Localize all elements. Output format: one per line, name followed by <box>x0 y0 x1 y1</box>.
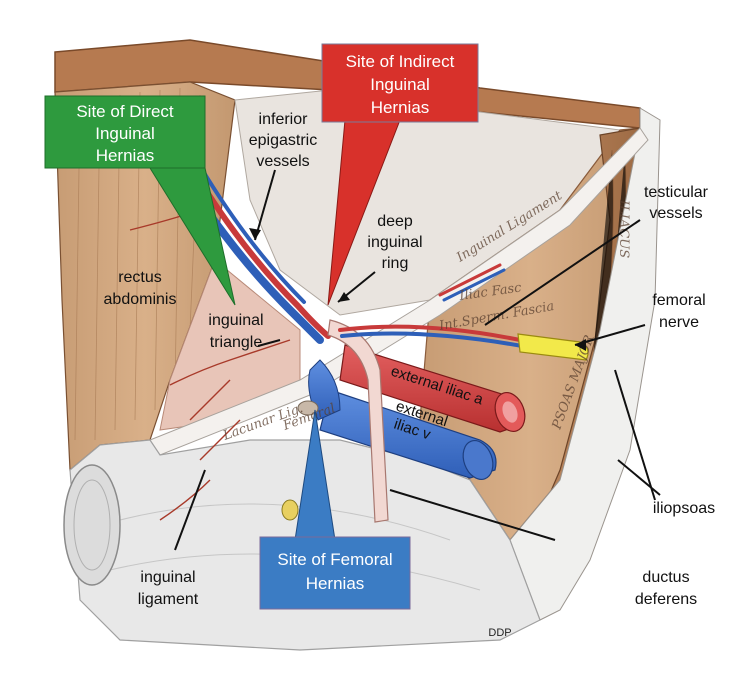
rectus-label-1: rectus <box>118 269 162 286</box>
testicular-label-1: testicular <box>644 184 709 201</box>
indirect-callout-line-1: Site of Indirect <box>346 52 455 71</box>
femoral-nerve-label-1: femoral <box>652 292 705 309</box>
deep-ring-label-1: deep <box>377 213 413 230</box>
femoral-callout-line-2: Hernias <box>306 574 365 593</box>
inferior-epigastric-label-2: epigastric <box>249 132 317 149</box>
pubic-bone-inner <box>73 479 111 571</box>
indirect-callout-line-2: Inguinal <box>370 75 430 94</box>
rectus-label-2: abdominis <box>104 291 177 308</box>
direct-callout-line-1: Site of Direct <box>76 102 174 121</box>
inguinal-triangle-label-2: triangle <box>210 334 263 351</box>
direct-callout-line-2: Inguinal <box>95 124 155 143</box>
ductus-deferens-label-2: deferens <box>635 591 697 608</box>
inguinal-triangle-label-1: inguinal <box>208 312 263 329</box>
inguinal-ligament-label-2: ligament <box>138 591 199 608</box>
femoral-ring <box>297 400 319 416</box>
indirect-callout-line-3: Hernias <box>371 98 430 117</box>
engraved-iliacus: ILIACUS <box>616 199 631 258</box>
lateral-fascia <box>509 107 661 621</box>
iliopsoas-label: iliopsoas <box>653 500 715 517</box>
external-iliac-artery <box>339 344 526 433</box>
inferior-epigastric-label-3: vessels <box>256 153 309 170</box>
ductus-deferens-label-1: ductus <box>642 569 689 586</box>
femoral-nerve-label-2: nerve <box>659 314 699 331</box>
testicular-vessels <box>338 263 524 348</box>
lymph-node <box>281 499 299 521</box>
inferior-epigastric-label-1: inferior <box>259 111 309 128</box>
testicular-label-2: vessels <box>649 205 702 222</box>
femoral-hernia-callout: Site of Femoral Hernias <box>259 409 411 610</box>
femoral-callout-line-1: Site of Femoral <box>277 550 392 569</box>
pointer-lines <box>174 169 661 551</box>
indirect-hernia-callout: Site of Indirect Inguinal Hernias <box>321 43 479 306</box>
pubic-bone <box>63 464 121 586</box>
direct-callout-line-3: Hernias <box>96 146 155 165</box>
pointer-arrowheads <box>249 228 586 351</box>
deep-ring-label-2: inguinal <box>367 234 422 251</box>
deep-ring-label-3: ring <box>382 255 409 272</box>
artist-credit: DDP <box>488 627 511 639</box>
inguinal-ligament-label-1: inguinal <box>140 569 195 586</box>
direct-hernia-callout: Site of Direct Inguinal Hernias <box>44 95 236 306</box>
ductus-deferens <box>327 319 389 523</box>
